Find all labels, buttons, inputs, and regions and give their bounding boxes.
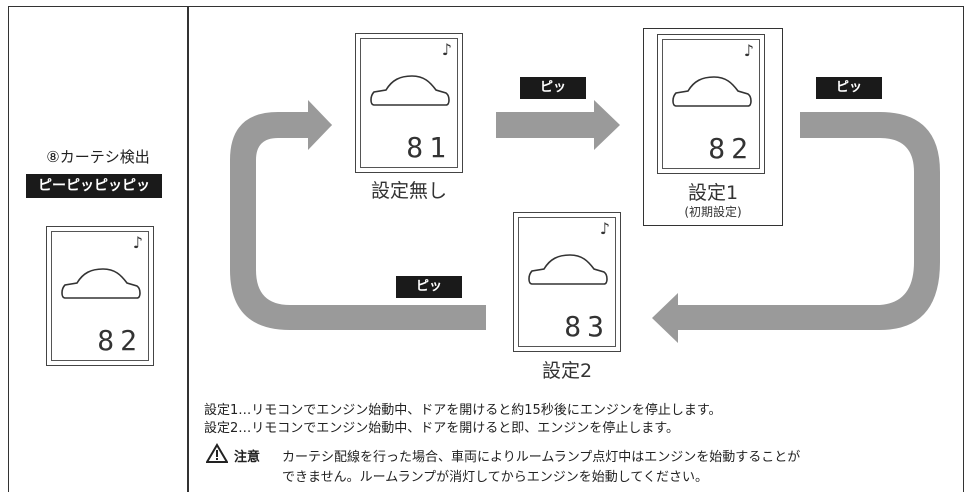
left-title: ⑧カーテシ検出 xyxy=(46,148,150,166)
music-note-icon: ♪ xyxy=(743,41,754,60)
left-display-value: 82 xyxy=(97,324,143,357)
music-note-icon: ♪ xyxy=(599,219,610,238)
outer-frame xyxy=(8,6,964,492)
display-setting-none: ♪ 81 xyxy=(355,33,463,173)
car-icon xyxy=(528,254,608,285)
car-icon xyxy=(672,76,752,107)
beep-pattern-badge: ピーピッピッピッ xyxy=(26,174,162,198)
music-note-icon: ♪ xyxy=(132,233,143,252)
left-display: ♪ 82 xyxy=(46,226,154,366)
description-line-1: 設定1…リモコンでエンジン始動中、ドアを開けると約15秒後にエンジンを停止します… xyxy=(204,403,722,418)
car-icon xyxy=(61,268,141,299)
setting-1-sublabel: (初期設定) xyxy=(684,205,742,219)
column-divider xyxy=(187,6,189,492)
setting-2-label: 設定2 xyxy=(541,360,593,382)
music-note-icon: ♪ xyxy=(441,40,452,59)
caution-text-2: できません。ルームランプが消灯してからエンジンを始動してください。 xyxy=(282,470,709,485)
description-line-2: 設定2…リモコンでエンジン始動中、ドアを開けると即、エンジンを停止します。 xyxy=(204,421,679,436)
display-value: 82 xyxy=(708,132,754,165)
display-setting-2: ♪ 83 xyxy=(513,212,621,352)
warning-icon xyxy=(206,443,228,463)
beep-badge-1: ピッ xyxy=(520,77,586,99)
caution-label: 注意 xyxy=(234,450,261,465)
car-icon xyxy=(370,75,450,106)
display-value: 81 xyxy=(406,131,452,164)
beep-badge-3: ピッ xyxy=(396,276,462,298)
display-setting-1: ♪ 82 xyxy=(657,34,765,174)
display-value: 83 xyxy=(564,310,610,343)
caution-text-1: カーテシ配線を行った場合、車両によりルームランプ点灯中はエンジンを始動することが xyxy=(282,450,801,465)
setting-none-label: 設定無し xyxy=(370,180,447,202)
default-setting-box xyxy=(643,28,783,226)
beep-badge-2: ピッ xyxy=(816,77,882,99)
setting-1-label: 設定1 xyxy=(687,182,739,204)
